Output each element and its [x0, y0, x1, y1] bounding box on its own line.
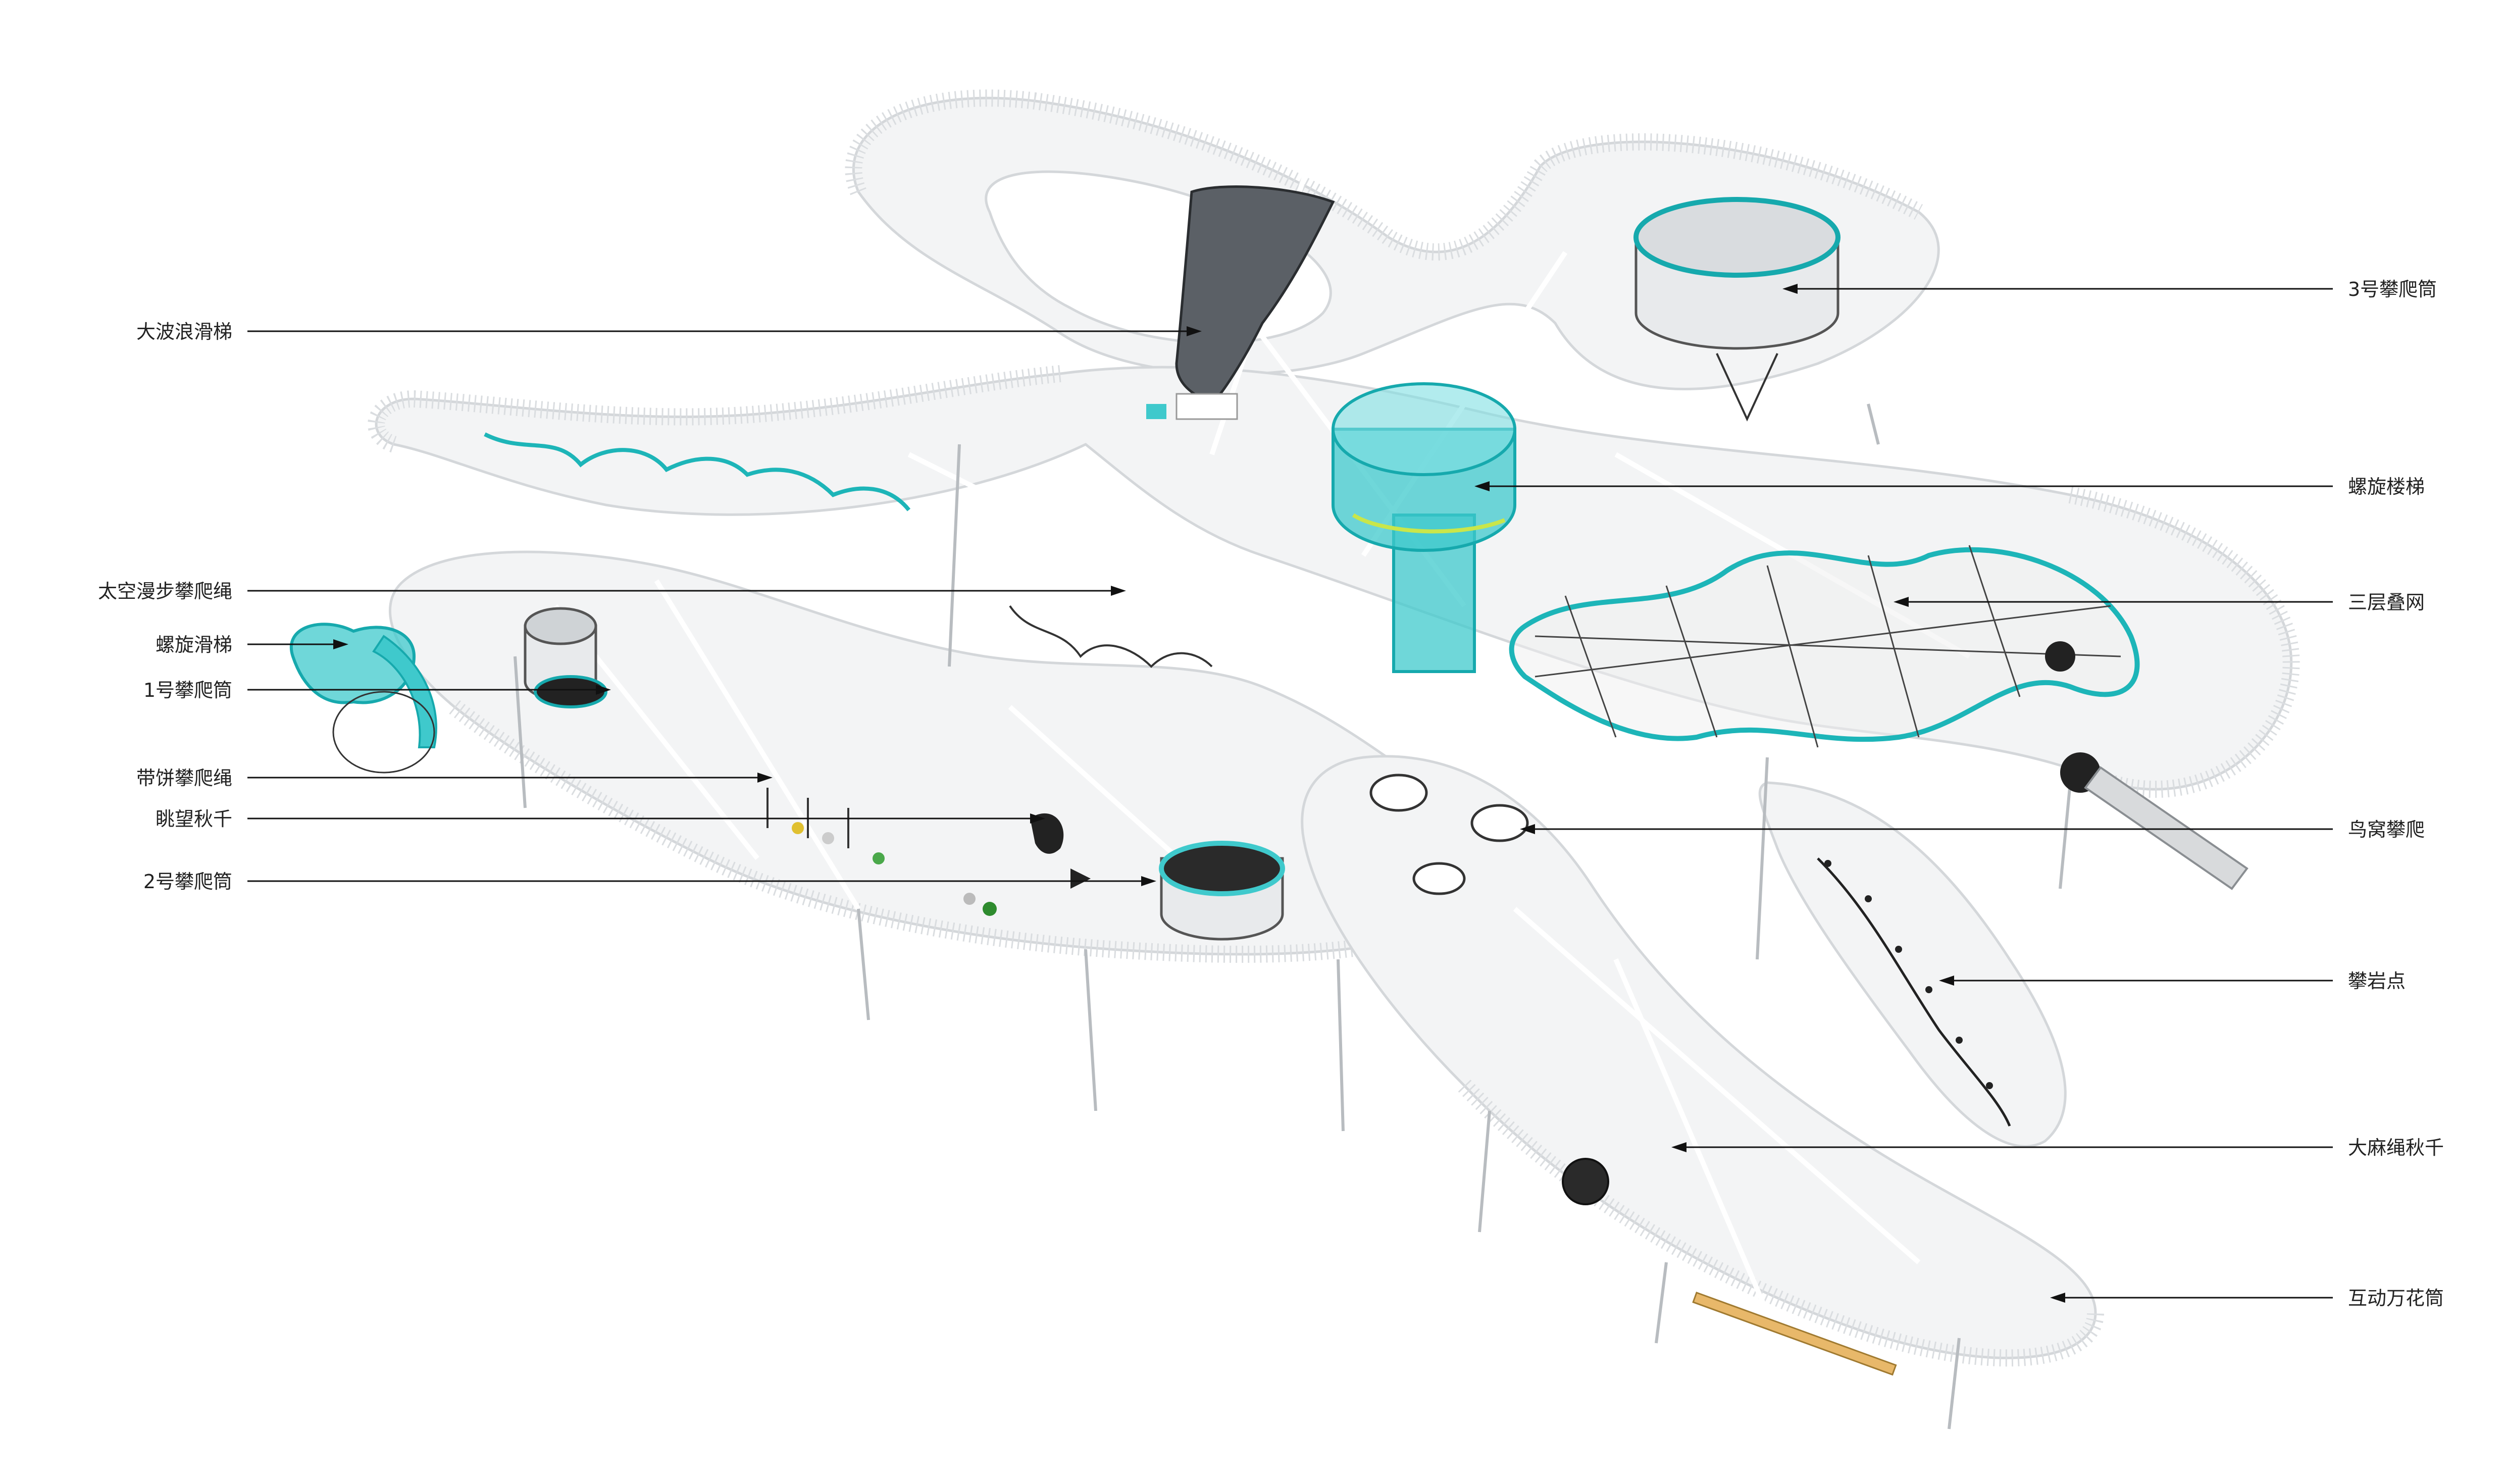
label-spiral-slide: 螺旋滑梯 [156, 634, 232, 656]
label-big-rope-swing: 大麻绳秋千 [2348, 1137, 2444, 1159]
deck-diagonal-arm [1301, 755, 2097, 1359]
leader-lines [247, 288, 2333, 1299]
kaleidoscope-icon [1692, 1292, 1897, 1376]
label-climbing-tube-2: 2号攀爬筒 [143, 871, 232, 893]
equipment [290, 185, 2248, 1376]
label-climbing-tube-3: 3号攀爬筒 [2348, 278, 2437, 300]
deck-climb-arm [1758, 781, 2067, 1148]
climbing-tube-3-icon [1633, 197, 1841, 422]
space-walk-rope-icon [484, 432, 911, 511]
label-lookout-swing: 眺望秋千 [156, 808, 232, 830]
label-bird-nest-climb: 鸟窝攀爬 [2348, 818, 2425, 841]
lookout-swing-icon [1030, 813, 1064, 854]
three-layer-net-icon [1509, 545, 2140, 793]
pancake-rope-icon [766, 788, 997, 916]
wave-slide-icon [1175, 185, 1335, 406]
climbing-tube-2-icon [1159, 841, 1285, 941]
label-kaleidoscope: 互动万花筒 [2348, 1287, 2444, 1309]
big-rope-swing-icon [1562, 1158, 1609, 1205]
support-posts [514, 403, 2072, 1429]
deck-structure [368, 89, 2300, 1429]
label-three-layer-net: 三层叠网 [2348, 591, 2425, 613]
bird-nest-climb-icon [1369, 774, 1529, 895]
label-wave-slide: 大波浪滑梯 [136, 321, 232, 343]
label-climbing-tube-1: 1号攀爬筒 [143, 679, 232, 701]
right-labels: 3号攀爬筒 螺旋楼梯 三层叠网 鸟窝攀爬 攀岩点 大麻绳秋千 互动万花筒 [2348, 278, 2444, 1309]
spiral-stair-icon [1332, 382, 1516, 673]
left-labels: 大波浪滑梯 太空漫步攀爬绳 螺旋滑梯 1号攀爬筒 带饼攀爬绳 眺望秋千 2号攀爬… [98, 321, 232, 893]
arrowheads [333, 284, 2065, 1303]
label-spiral-stair: 螺旋楼梯 [2348, 476, 2425, 498]
label-climbing-holds: 攀岩点 [2348, 970, 2406, 992]
label-space-walk-rope: 太空漫步攀爬绳 [98, 580, 232, 602]
label-pancake-rope: 带饼攀爬绳 [136, 767, 232, 789]
climbing-holds-icon [1817, 857, 2011, 1127]
climbing-tube-1-icon [524, 607, 607, 708]
